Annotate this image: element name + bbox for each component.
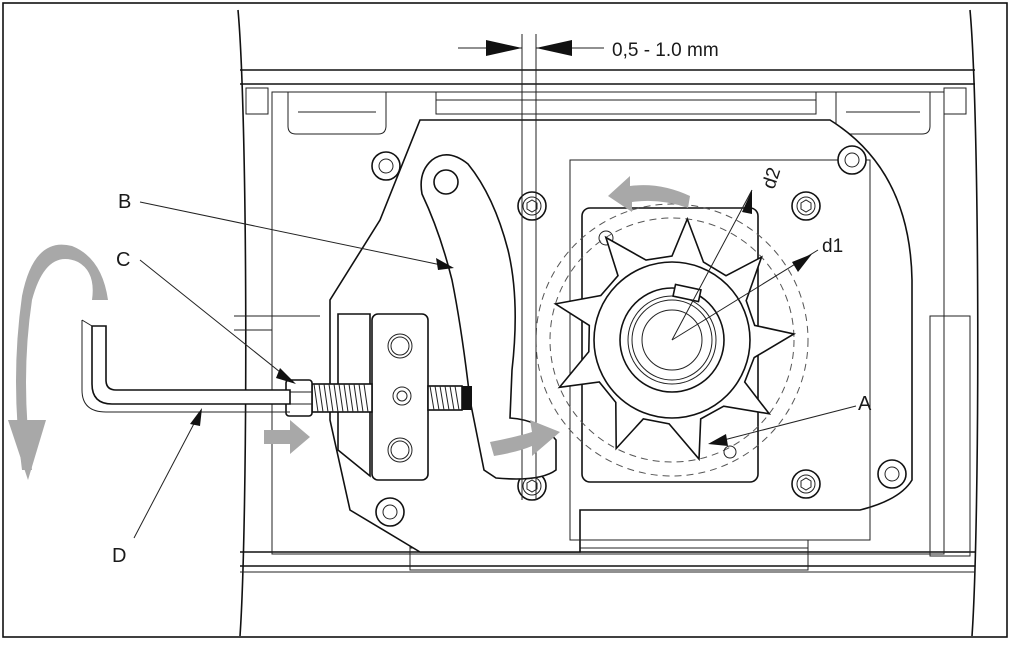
thread-line <box>429 385 435 411</box>
thread-line <box>454 385 460 411</box>
lever-pivot <box>433 169 459 195</box>
callout-c: C <box>116 249 130 271</box>
thread-line <box>449 385 455 411</box>
clearance-label: 0,5 - 1.0 mm <box>612 40 719 61</box>
thread-line <box>353 383 359 413</box>
rotor-plate <box>569 159 871 541</box>
clearance-dimension <box>458 34 604 500</box>
push-arrow <box>264 420 310 454</box>
rotor-hole-a <box>723 445 737 459</box>
leader-lines <box>133 189 857 539</box>
thread-line <box>338 383 344 413</box>
callout-d1: d1 <box>822 236 843 257</box>
thread-line <box>434 385 440 411</box>
star-wheel <box>535 203 809 483</box>
thread-line <box>363 383 369 413</box>
thread-line <box>323 383 329 413</box>
adjusting-screw <box>311 383 472 413</box>
thread-line <box>348 383 354 413</box>
lever-arrow <box>490 420 560 456</box>
rotate-arrow-head <box>8 420 46 480</box>
thread-line <box>343 383 349 413</box>
thread-line <box>358 383 364 413</box>
hex-key <box>91 325 291 405</box>
callout-d: D <box>112 545 126 567</box>
figure-frame <box>2 2 1008 638</box>
thread-line <box>444 385 450 411</box>
callout-a: A <box>858 393 872 415</box>
thread-line <box>328 383 334 413</box>
callout-b: B <box>118 191 131 213</box>
thread-line <box>333 383 339 413</box>
mounting-screws <box>371 145 907 527</box>
thread-line <box>439 385 445 411</box>
rotor-arrow <box>608 176 690 212</box>
motion-arrows <box>8 176 690 480</box>
pawl-lever <box>420 154 557 480</box>
thread-line <box>318 383 324 413</box>
thread-line <box>313 383 319 413</box>
